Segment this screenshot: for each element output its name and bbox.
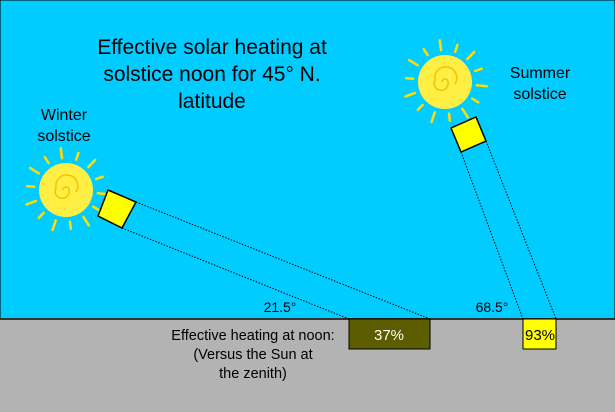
- summer-solstice-label: Summer: [510, 65, 571, 82]
- sun-ray: [430, 111, 437, 124]
- heating-caption-line-2: (Versus the Sun at: [193, 347, 312, 363]
- sun-ray: [466, 50, 476, 61]
- sun-ray: [461, 107, 470, 119]
- sun-ray: [25, 199, 38, 206]
- sun-ray: [422, 47, 429, 57]
- summer-light-panel: [450, 116, 487, 153]
- sun-ray: [51, 219, 58, 232]
- diagram-title-line-3: latitude: [178, 90, 246, 113]
- summer-sun-icon: [404, 39, 489, 124]
- winter-sun-icon: [25, 147, 110, 232]
- diagram-title: Effective solar heating at: [97, 36, 327, 59]
- summer-angle-label: 68.5°: [476, 299, 509, 315]
- sun-ray: [82, 215, 91, 227]
- winter-heating-value: 37%: [374, 327, 404, 344]
- sun-ray: [475, 83, 489, 88]
- sun-ray: [92, 205, 101, 212]
- sun-ray: [87, 158, 97, 169]
- sun-ray: [438, 39, 443, 52]
- sun-ray: [28, 166, 40, 175]
- sun-ray: [407, 58, 419, 67]
- sun-ray: [43, 155, 50, 165]
- winter-solstice-label-line-2: solstice: [37, 128, 90, 145]
- winter-heating-bar: [348, 318, 431, 350]
- heating-caption: Effective heating at noon:: [171, 328, 334, 344]
- sun-ray: [404, 76, 415, 81]
- winter-angle-label: 21.5°: [264, 299, 297, 315]
- sun-ray: [453, 43, 459, 53]
- sun-ray: [447, 112, 452, 122]
- sun-ray: [473, 67, 483, 73]
- sky: [0, 0, 615, 320]
- summer-heating-value: 93%: [525, 327, 555, 344]
- sun-ray: [94, 175, 104, 181]
- summer-beam-right-edge: [485, 140, 557, 320]
- sun-ray: [68, 220, 73, 230]
- sun-ray: [74, 151, 80, 161]
- summer-heating-bar: [522, 318, 557, 350]
- sun-ray: [25, 184, 36, 189]
- sun-ray: [416, 103, 424, 112]
- summer-solstice-label-line-2: solstice: [513, 86, 566, 103]
- sun-ray: [404, 91, 417, 98]
- summer-beam-left-edge: [460, 151, 524, 320]
- sun-ray: [471, 97, 480, 104]
- sun-ray: [37, 211, 45, 220]
- diagram-title-line-2: solstice noon for 45° N.: [103, 63, 320, 86]
- winter-light-panel: [97, 189, 138, 229]
- winter-solstice-label: Winter: [41, 107, 88, 124]
- heating-caption-line-3: the zenith): [219, 366, 287, 382]
- sun-ray: [59, 147, 64, 160]
- ground: [0, 319, 615, 412]
